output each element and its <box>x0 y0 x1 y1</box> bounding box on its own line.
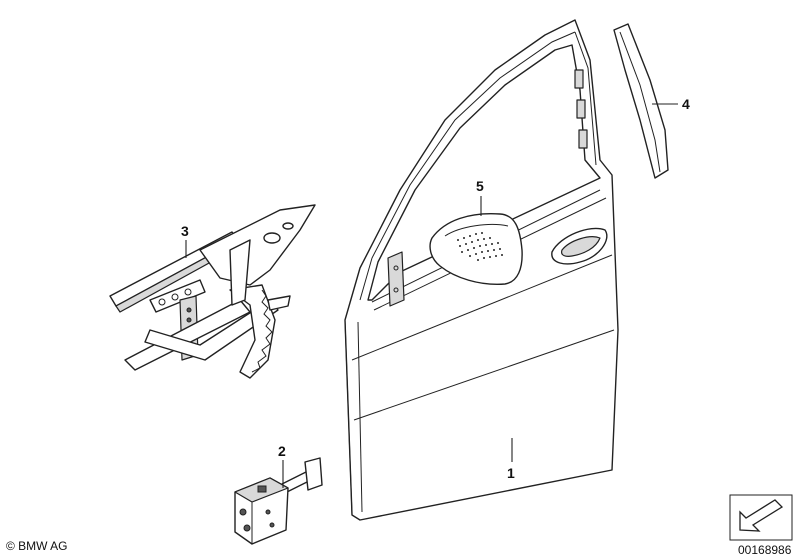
leader-lines <box>185 103 678 488</box>
callout-2: 2 <box>278 443 286 459</box>
callout-4: 4 <box>682 96 690 112</box>
orientation-arrow-icon <box>729 494 793 541</box>
image-number: 00168986 <box>738 543 792 557</box>
callout-5: 5 <box>476 178 484 194</box>
mirror-texture <box>457 232 503 261</box>
copyright: © BMW AG <box>6 539 68 553</box>
mirror-cover <box>429 213 523 286</box>
callout-3: 3 <box>181 223 189 239</box>
callout-1: 1 <box>507 465 515 481</box>
window-regulator <box>109 204 316 379</box>
door-check <box>234 457 323 545</box>
b-pillar-trim <box>613 23 669 179</box>
